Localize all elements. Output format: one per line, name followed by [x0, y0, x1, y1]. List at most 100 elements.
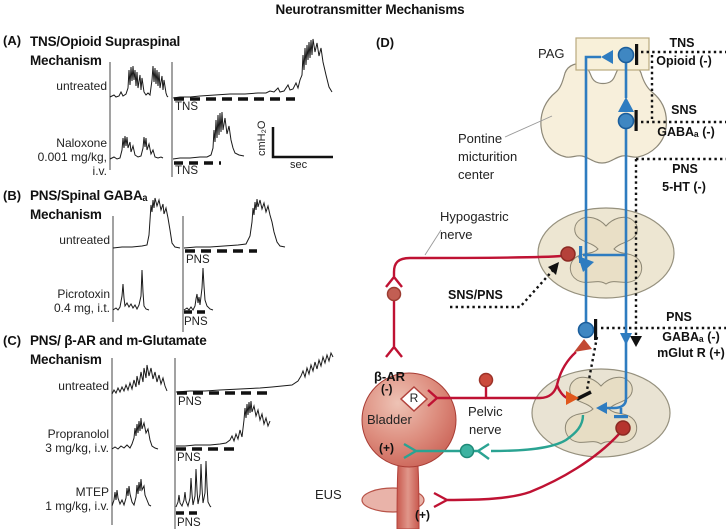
- pag-label: PAG: [538, 46, 565, 61]
- red-pathways: [385, 254, 620, 509]
- dotted-annotations: [450, 50, 726, 391]
- sympathetic-preganglionic-soma: [560, 246, 576, 262]
- hypogastric-postganglionic-path: [385, 300, 403, 358]
- pelvic-nerve-label-1: Pelvic: [468, 404, 503, 419]
- pns-sacral-sub2-label: mGlut R (+): [657, 346, 725, 360]
- afferent-ascending-branch: [555, 351, 577, 386]
- panel-a-row2-dose: 0.001 mg/kg, i.v.: [37, 150, 107, 178]
- afferent-terminal-on-projection-neuron: [574, 339, 592, 352]
- panel-c-row3-dose: 1 mg/kg, i.v.: [45, 499, 109, 513]
- afferent-drg-soma: [478, 372, 494, 388]
- bladder-plus-sign: (+): [379, 441, 394, 455]
- afferent-sacral-branch: [555, 384, 568, 400]
- descending-terminal-on-pgn: [596, 402, 607, 414]
- dotted-arrowhead-snspns: [548, 262, 559, 275]
- panel-c-row1-label: untreated: [58, 379, 109, 393]
- drug-target-bar-pmc: [634, 110, 638, 131]
- tns-sub-label: Opioid (-): [656, 54, 712, 68]
- descending-direction-arrow: [620, 333, 632, 345]
- pmc-label-3: center: [458, 167, 495, 182]
- projection-neuron-soma: [577, 321, 595, 339]
- trace-a-untreated-right: [172, 38, 333, 99]
- scale-bar: [271, 127, 333, 159]
- pelvic-nerve-label-2: nerve: [469, 422, 502, 437]
- dotted-pns-synapse-link: [585, 336, 599, 391]
- scale-y-label: cmH₂O: [256, 120, 269, 157]
- ascending-terminal-pag: [601, 50, 613, 64]
- drug-target-bar-projection: [594, 319, 598, 340]
- panel-c-row3-label: MTEP: [75, 485, 109, 499]
- eus-motor-path: [433, 433, 620, 509]
- drug-target-bar-pag: [635, 44, 639, 65]
- trace-b-untreated-left: [112, 197, 181, 249]
- ascending-pathway: [584, 55, 601, 322]
- panel-a-tag: (A): [3, 33, 22, 48]
- blue-pathways: [583, 55, 628, 414]
- eus-motoneuron-soma: [615, 420, 631, 436]
- pelvic-ganglion-soma: [459, 443, 475, 459]
- pmc-label-2: micturition: [458, 149, 518, 164]
- pag-terminal-on-pmc: [618, 97, 634, 112]
- panel-b-row1-label: untreated: [59, 233, 110, 247]
- spinal-cord-thoracolumbar: [537, 207, 675, 299]
- panel-c-row2-dose: 3 mg/kg, i.v.: [45, 441, 109, 455]
- trace-a-naloxone-left: [109, 135, 164, 160]
- bladder-shape: [361, 372, 457, 468]
- panel-a-traces: [109, 38, 333, 177]
- pmc-label-1: Pontine: [458, 131, 503, 146]
- stim-label-a1: TNS: [175, 101, 198, 113]
- panel-b-tag: (B): [3, 188, 22, 203]
- panel-d-tag: (D): [376, 35, 395, 50]
- snspns-label: SNS/PNS: [448, 288, 503, 302]
- hypogastric-label-2: nerve: [440, 227, 473, 242]
- beta-ar-sign: (-): [381, 384, 393, 396]
- eus-label: EUS: [315, 487, 342, 502]
- descending-pathway: [607, 129, 628, 410]
- stim-label-c1: PNS: [178, 396, 202, 408]
- stim-label-b2: PNS: [184, 316, 208, 328]
- panel-a-row2-label: Naloxone: [56, 136, 107, 150]
- stim-label-a2: TNS: [175, 165, 198, 177]
- panel-b-row2-label: Picrotoxin: [57, 287, 110, 301]
- panel-c-row2-label: Propranolol: [47, 427, 109, 441]
- dotted-snspns-pointer: [450, 268, 555, 309]
- trace-c-propranolol-left: [111, 417, 159, 450]
- beta-ar-label: β-AR: [374, 369, 406, 384]
- stim-label-b1: PNS: [186, 254, 210, 266]
- panel-a-title-2: Mechanism: [30, 53, 102, 68]
- scale-x-label: sec: [290, 159, 308, 171]
- trace-b-picrotoxin-right: [183, 267, 214, 311]
- trace-c-untreated-left: [111, 364, 168, 395]
- hypogastric-ganglion-soma: [386, 286, 402, 302]
- inhibit-bar-sacral-synapse: [576, 390, 592, 401]
- panel-a-row1-label: untreated: [56, 79, 107, 93]
- trace-a-untreated-left: [109, 65, 169, 98]
- bladder-label: Bladder: [367, 412, 412, 427]
- panel-c-tag: (C): [3, 333, 22, 348]
- spinal-cord-sacral: [531, 368, 671, 458]
- pns-5ht-sub-label: 5-HT (-): [662, 180, 706, 194]
- pns-5ht-label: PNS: [672, 162, 698, 176]
- panel-b-row2-dose: 0.4 mg, i.t.: [53, 301, 110, 315]
- bladder-afferent-path: [427, 384, 559, 407]
- trace-c-mtep-left: [111, 478, 152, 507]
- trace-b-picrotoxin-left: [112, 269, 150, 311]
- stim-label-c2: PNS: [177, 452, 201, 464]
- panel-b-traces: [112, 197, 286, 332]
- panel-c-title-2: Mechanism: [30, 352, 102, 367]
- hypogastric-label-1: Hypogastric: [440, 209, 509, 224]
- panel-b-title-2: Mechanism: [30, 207, 102, 222]
- stim-label-c3: PNS: [177, 517, 201, 529]
- pag-soma: [617, 46, 635, 64]
- pointer-lines: [424, 115, 553, 256]
- afferent-terminal-orange: [566, 391, 579, 405]
- dotted-pns-5ht: [634, 157, 726, 337]
- sns-sub-label: GABAₐ (-): [657, 125, 715, 139]
- dotted-arrowhead-down: [630, 336, 642, 347]
- trace-c-propranolol-right: [176, 400, 271, 447]
- panel-c-traces: [111, 351, 334, 529]
- trace-c-mtep-right: [175, 460, 212, 508]
- panel-b-title-1: PNS/Spinal GABAₐ: [30, 188, 148, 203]
- pns-sacral-sub1-label: GABAₐ (-): [662, 330, 720, 344]
